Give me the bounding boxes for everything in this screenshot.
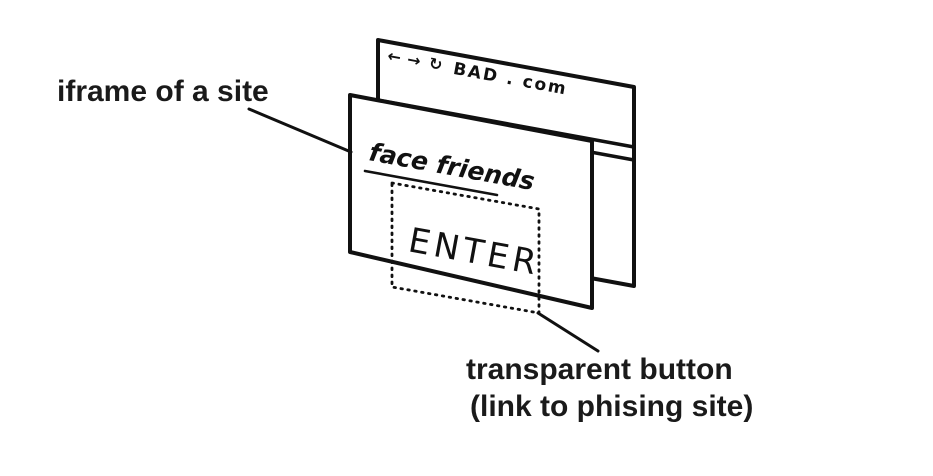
refresh-icon: ↻ <box>427 54 444 75</box>
transparent-button-annotation-line1: transparent button <box>466 353 733 386</box>
back-icon: ← <box>386 46 403 67</box>
transparent-button-annotation-line2: (link to phising site) <box>470 390 753 423</box>
site-title-underline <box>363 169 499 197</box>
iframe-window: face friends ENTER <box>348 93 594 315</box>
iframe-annotation-label: iframe of a site <box>57 75 269 108</box>
forward-icon: → <box>406 50 423 71</box>
transparent-button-leader-line <box>536 311 600 353</box>
iframe-leader-line <box>247 107 353 154</box>
iframe-window-frame <box>348 93 594 310</box>
